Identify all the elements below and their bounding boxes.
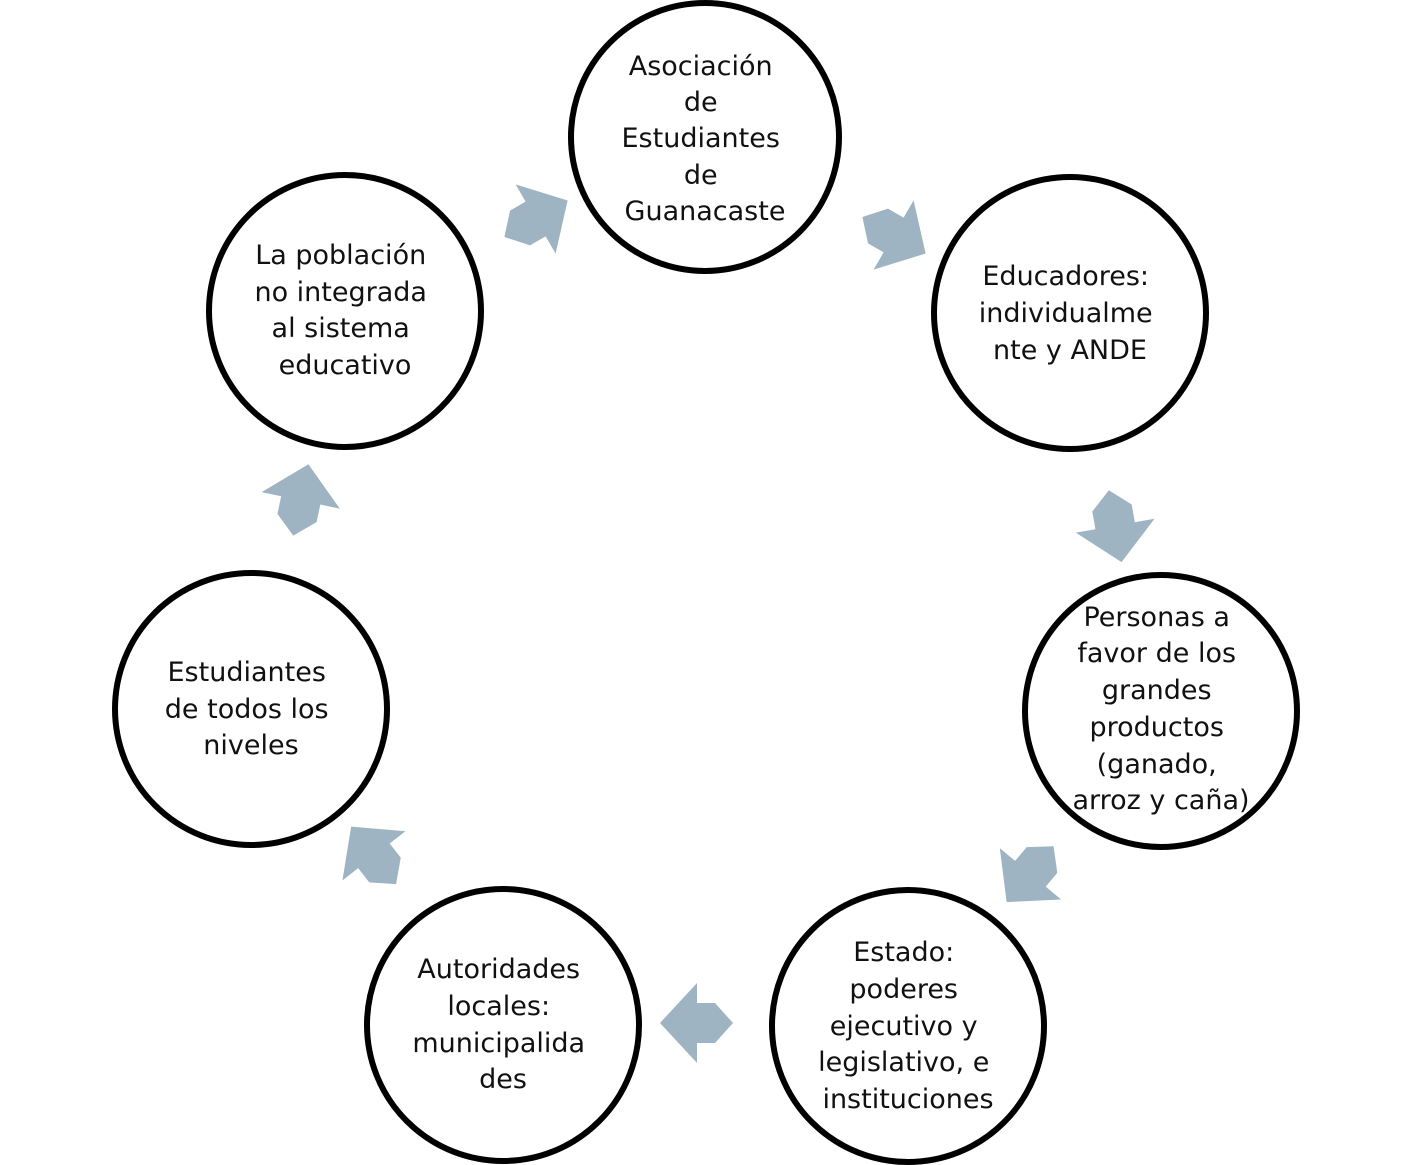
arrow-autoridades-to-estudiantes (342, 826, 406, 885)
node-asociacion: Asociación de Estudiantes de Guanacaste (568, 0, 842, 274)
node-estado: Estado: poderes ejecutivo y legislativo,… (769, 887, 1047, 1165)
arrow-asociacion-to-educadores (862, 200, 926, 270)
arrow-educadores-to-personas (1075, 490, 1155, 563)
arrow-estudiantes-to-poblacion (261, 464, 340, 536)
node-poblacion: La población no integrada al sistema edu… (206, 172, 484, 450)
node-asociacion-label: Asociación de Estudiantes de Guanacaste (622, 51, 789, 227)
node-estado-label: Estado: poderes ejecutivo y legislativo,… (818, 937, 998, 1115)
node-personas: Personas a favor de los grandes producto… (1022, 572, 1300, 850)
node-estudiantes: Estudiantes de todos los niveles (112, 570, 390, 848)
node-educadores-label: Educadores: individualme nte y ANDE (979, 261, 1162, 366)
node-poblacion-label: La población no integrada al sistema edu… (254, 240, 435, 381)
node-personas-label: Personas a favor de los grandes producto… (1072, 602, 1249, 816)
arrow-personas-to-estado (999, 846, 1062, 903)
node-autoridades: Autoridades locales: municipalida des (364, 886, 642, 1164)
arrow-poblacion-to-asociacion (504, 184, 568, 254)
node-educadores: Educadores: individualme nte y ANDE (931, 174, 1209, 452)
node-estudiantes-label: Estudiantes de todos los niveles (165, 657, 337, 761)
node-autoridades-label: Autoridades locales: municipalida des (412, 954, 593, 1095)
arrow-estado-to-autoridades (660, 983, 733, 1063)
